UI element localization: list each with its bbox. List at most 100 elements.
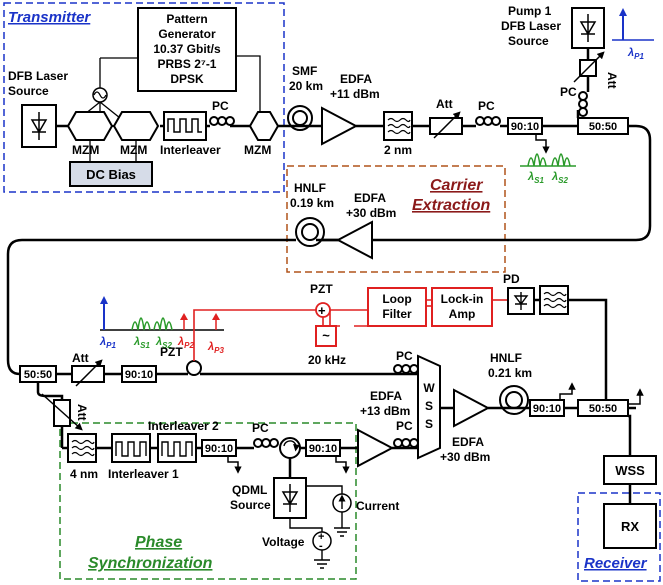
pump-label-2: DFB Laser	[501, 19, 561, 33]
qdml-label-2: Source	[230, 498, 271, 512]
edfa-30b-label-2: +30 dBm	[440, 450, 490, 464]
loop-left	[6, 238, 296, 376]
osc-box	[315, 325, 337, 347]
loop-filter-label-2: Filter	[382, 307, 412, 321]
circulator-arrow	[283, 440, 301, 452]
filter-pd-waves	[543, 291, 567, 309]
lockin-label-1: Lock-in	[441, 292, 484, 306]
pzt-label-left: PZT	[160, 345, 183, 359]
att-pump-arrow	[573, 51, 605, 83]
mzm-3	[248, 111, 280, 141]
att-top-arrow	[433, 111, 461, 139]
pc-mid-icon	[393, 364, 419, 374]
smf-label-2: 20 km	[289, 79, 323, 93]
transmitter-frame	[3, 2, 285, 193]
carrier-extraction-frame	[286, 165, 506, 273]
voltage-label: Voltage	[262, 535, 305, 549]
pd-right-fiber	[568, 298, 608, 400]
phase-title-1: Phase	[135, 534, 182, 551]
dc-bias-box	[69, 161, 153, 187]
wss-rx-label: WSS	[615, 463, 645, 478]
edfa-13-label-2: +13 dBm	[360, 404, 410, 418]
pump-label-3: Source	[508, 34, 549, 48]
pd-label: PD	[503, 272, 520, 286]
edfa-30-label-1: EDFA	[354, 191, 386, 205]
interleaver-wave	[167, 118, 202, 133]
smf-spool-icon	[287, 105, 313, 131]
pattern-line-3: 10.37 Gbit/s	[153, 42, 221, 56]
hnlf-021-label-2: 0.21 km	[488, 366, 532, 380]
edfa-30b-label-1: EDFA	[452, 435, 484, 449]
mzm-1	[66, 111, 160, 141]
interleaver1-box	[111, 433, 151, 463]
mzm-2-label: MZM	[120, 143, 147, 157]
tap-arrow-ph2	[335, 456, 350, 474]
pump-label-1: Pump 1	[508, 4, 552, 18]
att-mid-arrow	[75, 359, 103, 387]
lambda-p3-mid: λP3	[207, 341, 224, 355]
carrier-title-2: Extraction	[412, 197, 490, 214]
pc-ph-label: PC	[252, 421, 269, 435]
pc-wss-icon	[393, 438, 419, 448]
mzm-1-label: MZM	[72, 143, 99, 157]
filter-4nm-label: 4 nm	[70, 467, 98, 481]
att-pump-label: Att	[605, 72, 619, 89]
current-ground	[334, 527, 350, 537]
wss-letter-3: S	[425, 417, 433, 431]
att-top-label: Att	[436, 97, 453, 111]
qdml-label-1: QDML	[232, 483, 267, 497]
coupler-90-10-ph1-label: 90:10	[205, 443, 233, 455]
summer-plus: +	[318, 303, 326, 318]
osc-label: ~	[322, 328, 330, 343]
coupler-50-50-top-label: 50:50	[589, 121, 617, 133]
pump-fiber	[576, 48, 590, 118]
tap-arrow-top	[535, 134, 550, 154]
loop-filter-box	[367, 287, 427, 327]
mzm-3-label: MZM	[244, 143, 271, 157]
hnlf-019-spool-icon	[295, 217, 325, 247]
pc-ph-icon	[253, 438, 279, 448]
dc-bias-label: DC Bias	[86, 167, 136, 182]
coupler-90-10-mid	[121, 365, 157, 383]
qdml-diode-icon	[281, 484, 299, 512]
pump-diode-icon	[579, 14, 597, 42]
lambda-s1-mid: λS1	[133, 336, 150, 350]
pattern-generator-box	[137, 7, 237, 92]
pattern-line-1: Pattern	[166, 12, 207, 26]
att-phase-arrow	[41, 393, 83, 431]
spectrum-mid	[100, 296, 224, 331]
lockin-label-2: Amp	[449, 307, 476, 321]
dfb-label-1: DFB Laser	[8, 69, 68, 83]
dfb-label-2: Source	[8, 84, 49, 98]
bias-wire	[89, 140, 137, 162]
phase-sync-frame	[59, 422, 357, 580]
edfa-13-icon	[357, 428, 395, 468]
pc-wss-label: PC	[396, 419, 413, 433]
rx-box	[603, 503, 657, 549]
hnlf-021-label-1: HNLF	[490, 351, 522, 365]
pc-pump-label: PC	[560, 85, 577, 99]
coupler-90-10-ph2	[305, 439, 341, 457]
coupler-90-10-rx-label: 90:10	[533, 403, 561, 415]
pc-top-label: PC	[478, 99, 495, 113]
att-phase-label: Att	[75, 404, 89, 421]
phase-drop-fiber	[36, 382, 64, 448]
laser-diode-icon	[30, 112, 48, 140]
pzt-label-top: PZT	[310, 282, 333, 296]
interleaver2-box	[157, 433, 197, 463]
qdml-wires	[289, 485, 343, 532]
edfa-11-label-1: EDFA	[340, 72, 372, 86]
edfa-30-icon	[335, 220, 373, 260]
pc-tx-label: PC	[212, 99, 229, 113]
edfa-30b-icon	[453, 388, 491, 428]
wss-letter-1: W	[423, 381, 435, 395]
lambda-s1-top: λS1	[527, 171, 544, 185]
coupler-90-10-ph1	[201, 439, 237, 457]
coupler-90-10-mid-label: 90:10	[125, 369, 153, 381]
spectrum-signal-top	[520, 153, 576, 167]
loop-filter-label-1: Loop	[382, 292, 411, 306]
pump-spectrum-arrowhead	[619, 8, 627, 16]
pc-pump-icon	[578, 91, 588, 117]
edfa-11-label-2: +11 dBm	[330, 87, 380, 101]
